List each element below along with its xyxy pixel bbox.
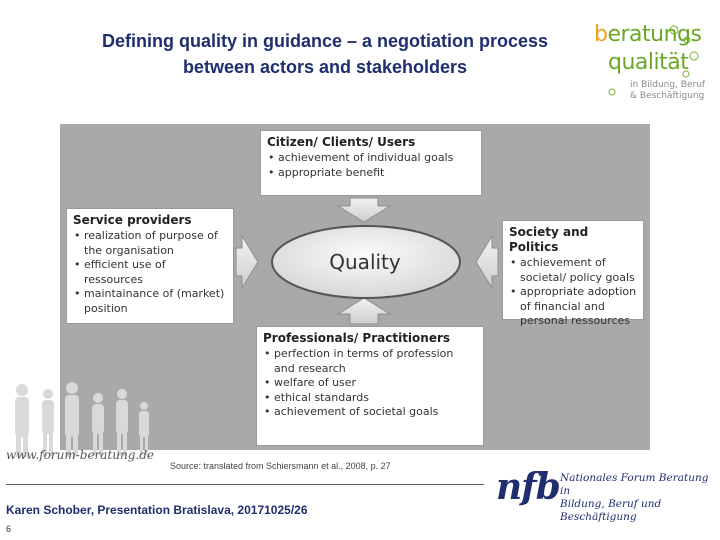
quality-label: Quality — [329, 250, 401, 274]
nfb-logo: nfb — [496, 466, 561, 508]
nfb-name: Nationales Forum Beratung in Bildung, Be… — [560, 472, 718, 524]
page-number: 6 — [6, 524, 12, 534]
logo-tagline: in Bildung, Beruf & Beschäftigung — [630, 80, 706, 101]
footer-divider — [6, 484, 484, 485]
list-item: appropriate benefit — [268, 166, 475, 181]
citizen-heading: Citizen/ Clients/ Users — [267, 135, 416, 149]
presenter-footer: Karen Schober, Presentation Bratislava, … — [6, 503, 308, 517]
list-item: ethical standards — [264, 391, 477, 406]
list-item: perfection in terms of profession and re… — [264, 347, 477, 376]
list-item: achievement of individual goals — [268, 151, 475, 166]
professionals-box: Professionals/ Practitioners perfection … — [256, 326, 484, 446]
society-politics-heading: Society and Politics — [509, 225, 589, 254]
title-line-2: between actors and stakeholders — [182, 57, 468, 77]
logo-word-2: qualität — [608, 50, 689, 75]
arrow-up-icon — [336, 297, 392, 325]
list-item: realization of purpose of the organisati… — [74, 229, 227, 258]
professionals-heading: Professionals/ Practitioners — [263, 331, 451, 345]
list-item: maintainance of (market) position — [74, 287, 227, 316]
diagram-shapes — [235, 197, 499, 325]
arrow-right-icon — [235, 234, 259, 290]
quality-diagram: Quality Citizen/ Clients/ Users achievem… — [60, 124, 650, 450]
list-item: achievement of societal goals — [264, 405, 477, 420]
service-providers-box: Service providers realization of purpose… — [66, 208, 234, 324]
citizen-box: Citizen/ Clients/ Users achievement of i… — [260, 130, 482, 196]
list-item: efficient use of ressources — [74, 258, 227, 287]
arrow-left-icon — [475, 234, 499, 290]
nfb-name-line-2: Bildung, Beruf und Beschäftigung — [560, 498, 662, 523]
list-item: achievement of societal/ policy goals — [510, 256, 637, 285]
nfb-name-line-1: Nationales Forum Beratung in — [560, 472, 709, 497]
title-line-1: Defining quality in guidance – a negotia… — [101, 31, 549, 51]
arrow-down-icon — [336, 197, 392, 223]
society-politics-box: Society and Politics achievement of soci… — [502, 220, 644, 327]
logo-word-1: beratungs — [594, 22, 702, 47]
slide-title: Defining quality in guidance – a negotia… — [60, 28, 590, 80]
website-link[interactable]: www.forum-beratung.de — [6, 448, 155, 462]
beratungsqualitaet-logo: beratungs qualität in Bildung, Beruf & B… — [590, 18, 715, 118]
logo-circles-icon — [608, 25, 699, 96]
people-silhouettes-icon — [15, 382, 149, 457]
quality-ellipse — [271, 225, 461, 299]
service-providers-heading: Service providers — [73, 213, 192, 227]
list-item: appropriate adoption of financial and pe… — [510, 285, 637, 329]
list-item: welfare of user — [264, 376, 477, 391]
source-note: Source: translated from Schiersmann et a… — [170, 461, 391, 471]
